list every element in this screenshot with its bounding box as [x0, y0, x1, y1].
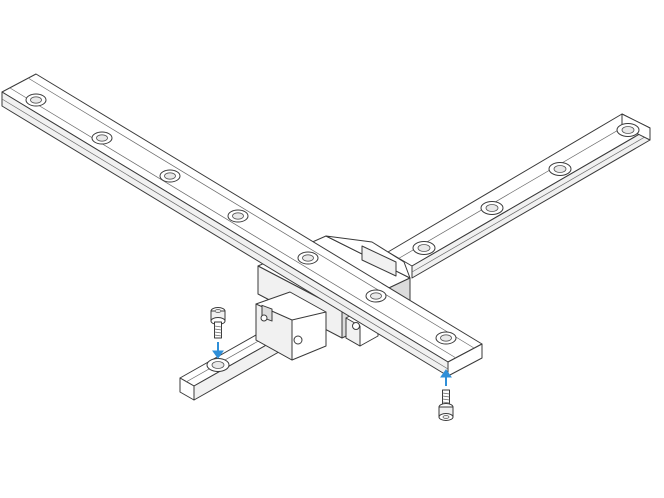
arrow-up — [440, 369, 452, 386]
cross-rail — [387, 113, 651, 279]
screw-right — [438, 389, 454, 421]
cross-rail-holes — [412, 123, 640, 255]
arrow-down — [212, 342, 224, 359]
long-rail-holes — [25, 93, 457, 345]
screw-left — [210, 307, 226, 339]
short-rail-holes — [206, 358, 230, 372]
long-rail — [1, 73, 483, 377]
